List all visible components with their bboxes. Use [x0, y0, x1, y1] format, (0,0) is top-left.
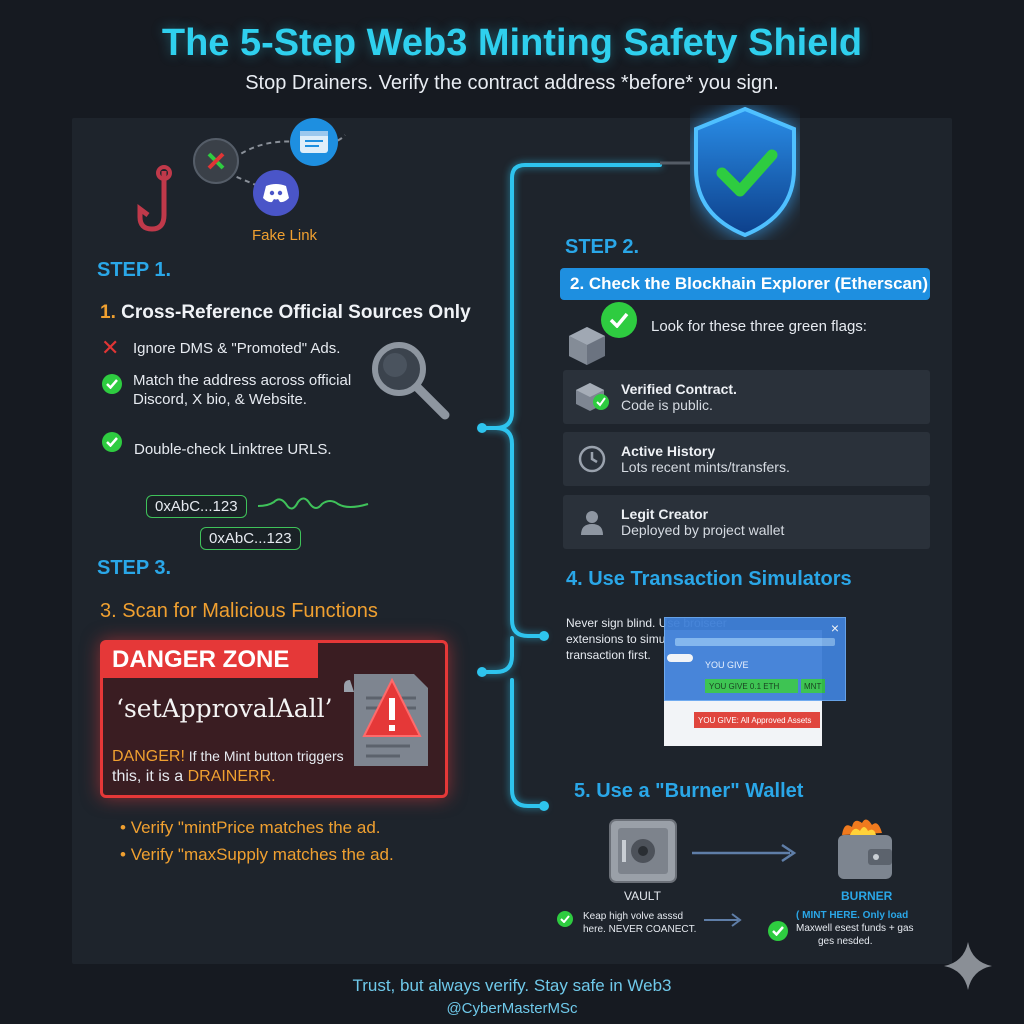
burner-instruction-line3: ges nesded.: [818, 936, 873, 947]
step1-heading-number: 1.: [100, 302, 116, 323]
green-flags-intro: Look for these three green flags:: [651, 318, 867, 335]
burner-label: BURNER: [841, 889, 893, 903]
bullet-maxsupply: • Verify "maxSupply matches the ad.: [120, 845, 394, 864]
give-amount-row: YOU GIVE 0.1 ETH: [705, 679, 798, 693]
verified-contract-icon: [563, 380, 621, 414]
flag-card-creator: Legit Creator Deployed by project wallet: [563, 495, 930, 549]
flag-card-verified-title: Verified Contract.: [621, 381, 737, 397]
vault-instruction-line1: Keap high volve asssd: [583, 911, 684, 922]
you-give-label: YOU GIVE: [705, 660, 749, 670]
sparkle-icon: [944, 942, 992, 990]
x-icon: ✕: [101, 335, 120, 360]
burner-wallet-icon: [838, 819, 892, 879]
fishhook-icon: [137, 165, 172, 232]
burner-instruction-line1-text: ( MINT HERE. Only load: [796, 910, 909, 921]
magnifier-icon: [372, 342, 450, 420]
arrow-right-icon: [704, 913, 742, 927]
fake-link-caption: Fake Link: [252, 227, 318, 244]
discord-icon: [253, 170, 299, 216]
flag-card-history-desc: Lots recent mints/transfers.: [621, 459, 790, 475]
danger-zone-title: DANGER ZONE: [102, 642, 318, 678]
step1-item-linktree: Double-check Linktree URLS.: [134, 441, 332, 458]
danger-warning-line1-text: If the Mint button triggers: [184, 748, 344, 764]
step2-banner: 2. Check the Blockhain Explorer (Ethersc…: [560, 268, 930, 300]
step5-heading-text: 5. Use a "Burner" Wallet: [574, 780, 804, 802]
flag-card-verified-text: Verified Contract. Code is public.: [621, 381, 737, 413]
flag-card-history: Active History Lots recent mints/transfe…: [563, 432, 930, 486]
browser-icon: [290, 118, 338, 166]
page-subtitle: Stop Drainers. Verify the contract addre…: [245, 72, 779, 94]
drainer-label: DRAINERR.: [187, 768, 276, 785]
step1-heading-text: Cross-Reference Official Sources Only: [121, 302, 471, 323]
page-title: The 5-Step Web3 Minting Safety Shield: [161, 22, 863, 64]
close-icon[interactable]: ×: [830, 620, 839, 636]
step4-desc-line3: transaction first.: [566, 648, 651, 662]
check-icon: [102, 374, 122, 394]
danger-warning-line2-text: this, it is a: [112, 768, 188, 785]
step3-label: STEP 3.: [97, 557, 172, 579]
danger-warning-line1: DANGER! If the Mint button triggers: [112, 746, 344, 767]
step1-item-ignore: Ignore DMS & "Promoted" Ads.: [133, 340, 341, 357]
user-icon: [563, 508, 621, 536]
flag-card-history-title: Active History: [621, 443, 716, 459]
bullet-maxsupply-text: Verify "maxSupply matches the ad.: [130, 845, 394, 864]
flag-card-creator-desc: Deployed by project wallet: [621, 522, 785, 538]
danger-warning-label: DANGER!: [112, 748, 185, 765]
vault-label: VAULT: [624, 889, 661, 903]
step1-item-match-line2: Discord, X bio, & Website.: [133, 391, 307, 408]
flag-card-verified-desc: Code is public.: [621, 397, 713, 413]
address-match-wave: [258, 497, 369, 510]
blocked-link-icon: [193, 138, 239, 184]
step1-label: STEP 1.: [97, 259, 172, 281]
danger-warning-text: DANGER! If the Mint button triggers this…: [112, 746, 344, 787]
flag-card-creator-text: Legit Creator Deployed by project wallet: [621, 506, 784, 538]
step5-heading: 5. Use a "Burner" Wallet: [574, 780, 803, 803]
warning-document-icon: [344, 674, 428, 766]
footer-handle: @CyberMasterMSc: [446, 1000, 578, 1017]
arrow-right-icon: [692, 843, 797, 863]
step4-heading: 4. Use Transaction Simulators: [566, 568, 852, 591]
approval-warning-row: YOU GIVE: All Approved Assets: [694, 712, 820, 728]
step4-heading-text: 4. Use Transaction Simulators: [566, 568, 852, 590]
simulator-dialog: × YOU GIVE YOU GIVE 0.1 ETH MNT: [664, 617, 846, 701]
flag-card-verified: Verified Contract. Code is public.: [563, 370, 930, 424]
simulator-toggle[interactable]: [667, 654, 693, 662]
malicious-function-name: ‘setApprovalAall’: [116, 694, 333, 723]
check-icon: [102, 432, 122, 452]
address-pill-2: 0xAbC...123: [200, 527, 301, 550]
check-icon: [601, 302, 637, 338]
simulator-progress-bar: [675, 638, 835, 646]
step2-label: STEP 2.: [565, 236, 640, 258]
address-pill-1: 0xAbC...123: [146, 495, 247, 518]
bullet-mintprice: • Verify "mintPrice matches the ad.: [120, 818, 381, 837]
step1-heading: 1. Cross-Reference Official Sources Only: [100, 302, 471, 324]
danger-warning-line2: this, it is a DRAINERR.: [112, 767, 344, 787]
footer-tagline: Trust, but always verify. Stay safe in W…: [352, 976, 672, 995]
step4-desc-line2: extensions to simulate: [566, 632, 685, 646]
flag-card-history-text: Active History Lots recent mints/transfe…: [621, 443, 790, 475]
shield-check-icon: [694, 106, 796, 238]
burner-instruction: ( MINT HERE. Only load Maxwell esest fun…: [796, 909, 914, 948]
burner-instruction-line1: ( MINT HERE. Only load: [796, 909, 914, 922]
step3-heading: 3. Scan for Malicious Functions: [100, 600, 378, 622]
check-icon: [768, 921, 788, 941]
burner-instruction-line2: Maxwell esest funds + gas: [796, 923, 914, 934]
mint-row: MNT: [801, 679, 825, 693]
check-icon: [557, 911, 573, 927]
vault-icon: [609, 819, 677, 883]
clock-icon: [563, 444, 621, 474]
cube-icon: [569, 327, 605, 365]
step1-item-match-line1: Match the address across official: [133, 372, 352, 389]
vault-instruction-line2: here. NEVER COANECT.: [583, 924, 697, 935]
vault-instruction: Keap high volve asssd here. NEVER COANEC…: [583, 910, 696, 936]
bullet-mintprice-text: Verify "mintPrice matches the ad.: [130, 818, 381, 837]
step1-item-match: Match the address across official Discor…: [133, 371, 351, 409]
flag-card-creator-title: Legit Creator: [621, 506, 709, 522]
